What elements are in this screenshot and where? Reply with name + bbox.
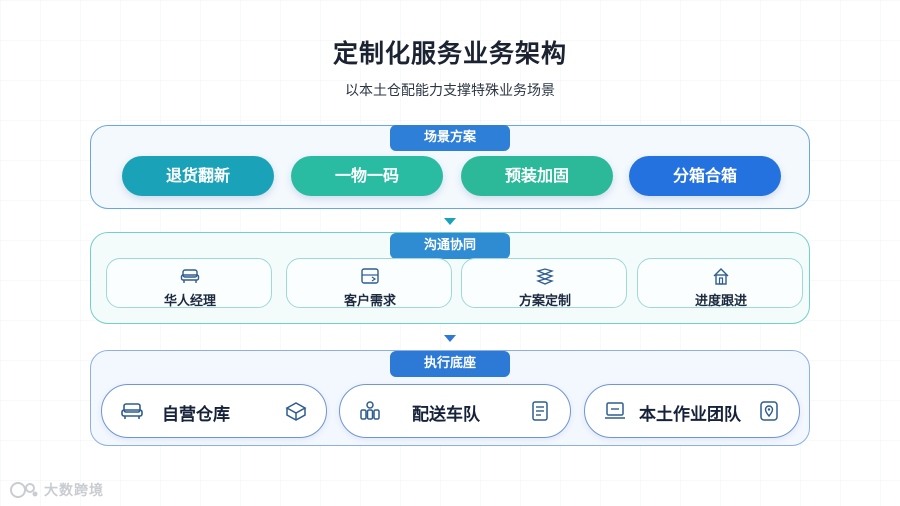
sofa-icon	[180, 269, 200, 283]
document-icon	[532, 401, 548, 421]
page-subtitle: 以本土仓配能力支撑特殊业务场景	[345, 83, 555, 99]
monitor-icon	[605, 402, 625, 419]
page-title: 定制化服务业务架构	[332, 39, 567, 68]
execution-item-label: 配送车队	[412, 405, 480, 425]
scenario-layer-tag: 场景方案	[390, 125, 510, 151]
location-pin-icon	[760, 401, 778, 421]
scenario-pill-one-item-one-code[interactable]: 一物一码	[291, 156, 443, 196]
communication-layer-tag: 沟通协同	[390, 233, 510, 259]
home-icon	[713, 268, 729, 285]
scenario-pill-split-merge-box[interactable]: 分箱合箱	[629, 156, 781, 196]
down-arrow-icon	[444, 335, 456, 342]
down-arrow-icon	[444, 218, 456, 225]
watermark-text: 大数跨境	[44, 483, 104, 499]
execution-item-label: 本土作业团队	[639, 405, 741, 425]
communication-card-progress[interactable]: 进度跟进	[637, 258, 803, 309]
package-icon	[285, 402, 307, 421]
communication-card-label: 进度跟进	[694, 294, 747, 309]
execution-item-own-warehouse[interactable]: 自营仓库	[101, 384, 327, 438]
sofa-icon	[121, 403, 143, 419]
layers-icon	[536, 268, 554, 285]
communication-card-label: 方案定制	[518, 294, 571, 309]
communication-card-custom-plan[interactable]: 方案定制	[461, 258, 627, 309]
communication-card-label: 客户需求	[343, 294, 396, 309]
communication-card-requirements[interactable]: 客户需求	[286, 258, 452, 309]
scenario-pill-preinstall-reinforce[interactable]: 预装加固	[461, 156, 613, 196]
execution-item-local-team[interactable]: 本土作业团队	[584, 384, 800, 438]
execution-item-delivery-fleet[interactable]: 配送车队	[339, 384, 571, 438]
message-box-icon	[361, 268, 379, 284]
team-icon	[360, 401, 380, 420]
brand-logo-icon	[10, 482, 38, 498]
scenario-pill-return-refurbish[interactable]: 退货翻新	[122, 156, 274, 196]
execution-layer-tag: 执行底座	[390, 351, 510, 377]
communication-card-manager[interactable]: 华人经理	[106, 258, 272, 309]
communication-card-label: 华人经理	[163, 294, 216, 309]
watermark: 大数跨境	[10, 478, 104, 502]
execution-item-label: 自营仓库	[162, 405, 230, 425]
